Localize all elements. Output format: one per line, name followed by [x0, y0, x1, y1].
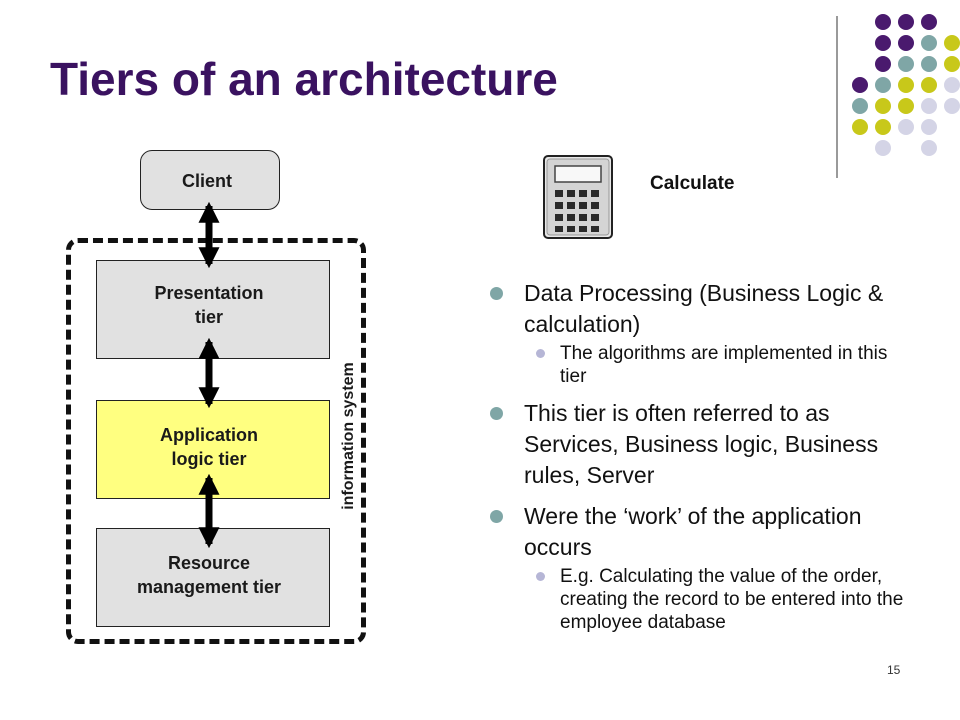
decorative-dot — [875, 119, 891, 135]
sub-bullet-text: The algorithms are implemented in this t… — [560, 343, 888, 387]
resource-management-tier-label: Resource management tier — [136, 553, 282, 597]
decorative-dot — [921, 14, 937, 30]
decorative-dot — [944, 77, 960, 93]
sub-bullet-list: The algorithms are implemented in this t… — [524, 342, 910, 388]
decorative-dot — [944, 98, 960, 114]
decorative-dot — [944, 56, 960, 72]
slide-title: Tiers of an architecture — [50, 53, 558, 105]
sub-bullet-item: E.g. Calculating the value of the order,… — [524, 565, 910, 634]
sub-bullet-dot-icon — [536, 572, 545, 581]
calculate-label: Calculate — [650, 173, 735, 194]
decorative-dot — [875, 56, 891, 72]
client-label: Client — [181, 171, 232, 191]
bullet-list: Data Processing (Business Logic & calcul… — [490, 278, 910, 644]
decorative-dot — [875, 140, 891, 156]
decorative-dot — [898, 14, 914, 30]
decorative-dot — [921, 56, 937, 72]
sub-bullet-list: E.g. Calculating the value of the order,… — [524, 565, 910, 634]
decorative-dot — [921, 77, 937, 93]
decorative-dot — [852, 77, 868, 93]
decorative-dot — [898, 98, 914, 114]
sub-bullet-item: The algorithms are implemented in this t… — [524, 342, 910, 388]
decorative-dot — [875, 77, 891, 93]
bullet-item: Were the ‘work’ of the application occur… — [490, 501, 910, 634]
bullet-text: Data Processing (Business Logic & calcul… — [524, 280, 884, 337]
decorative-dot — [898, 119, 914, 135]
presentation-tier-label: Presentation tier — [154, 283, 264, 327]
decorative-dot — [921, 140, 937, 156]
decorative-dot — [921, 35, 937, 51]
page-number: 15 — [887, 663, 901, 677]
bullet-dot-icon — [490, 287, 503, 300]
bullet-dot-icon — [490, 407, 503, 420]
application-logic-tier-label: Application logic tier — [160, 425, 258, 469]
decorative-dot — [852, 119, 868, 135]
decorative-divider-line — [836, 16, 838, 178]
decorative-dot — [852, 98, 868, 114]
decorative-dot — [898, 56, 914, 72]
decorative-dot — [944, 35, 960, 51]
decorative-dot — [921, 98, 937, 114]
decorative-dot — [898, 77, 914, 93]
decorative-dot — [921, 119, 937, 135]
sub-bullet-text: E.g. Calculating the value of the order,… — [560, 566, 904, 633]
decorative-dot — [875, 98, 891, 114]
bullet-text: Were the ‘work’ of the application occur… — [524, 503, 862, 560]
decorative-dot — [875, 35, 891, 51]
bullet-item: Data Processing (Business Logic & calcul… — [490, 278, 910, 388]
decorative-dot — [875, 14, 891, 30]
sub-bullet-dot-icon — [536, 349, 545, 358]
decorative-dot — [898, 35, 914, 51]
bullet-dot-icon — [490, 510, 503, 523]
bullet-text: This tier is often referred to as Servic… — [524, 400, 879, 488]
calculator-icon — [543, 155, 615, 246]
bullet-item: This tier is often referred to as Servic… — [490, 398, 910, 491]
